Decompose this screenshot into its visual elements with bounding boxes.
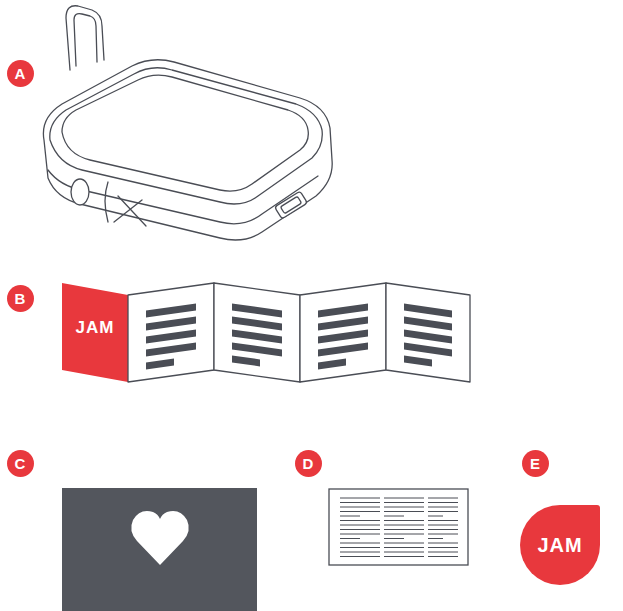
text-line [384, 498, 424, 499]
text-line [428, 552, 458, 553]
callout-letter: D [295, 450, 322, 477]
text-line [428, 534, 458, 535]
text-line [340, 552, 380, 553]
text-line [428, 498, 458, 499]
text-line [428, 538, 443, 539]
callout-letter: A [7, 60, 34, 87]
text-bar [232, 317, 282, 331]
callout-letter: E [522, 450, 549, 477]
text-line [428, 529, 458, 530]
callout-letter: B [7, 285, 34, 312]
text-line [384, 507, 424, 508]
text-line [340, 507, 380, 508]
text-line [384, 543, 424, 544]
text-bar [404, 356, 432, 367]
text-bar [318, 304, 368, 318]
text-line [340, 556, 380, 557]
text-bar [318, 343, 368, 357]
text-line [340, 547, 380, 548]
text-bar [404, 330, 452, 344]
text-line [428, 507, 458, 508]
gift-card [62, 488, 257, 611]
text-line [428, 525, 458, 526]
text-bar [318, 317, 368, 331]
callout-letter: C [7, 450, 34, 477]
text-line [384, 529, 424, 530]
text-bar [146, 359, 174, 370]
text-bar [146, 330, 196, 344]
text-bar [318, 359, 346, 370]
folded-manual [62, 283, 470, 382]
text-line [384, 552, 424, 553]
logo-text: JAM [537, 535, 582, 555]
text-line [384, 520, 424, 521]
text-line [340, 498, 380, 499]
text-line [384, 511, 424, 512]
text-bar [404, 304, 452, 318]
logo-text: JAM [76, 319, 115, 336]
text-line [428, 543, 458, 544]
text-line [428, 520, 458, 521]
text-line [384, 547, 424, 548]
text-line [428, 502, 458, 503]
text-line [384, 538, 404, 539]
text-line [340, 516, 360, 517]
text-line [340, 534, 380, 535]
text-line [384, 534, 424, 535]
text-line [428, 511, 458, 512]
text-line [428, 516, 443, 517]
text-bar [232, 356, 260, 367]
text-bar [232, 343, 282, 357]
speaker-illustration [43, 6, 332, 240]
text-bar [232, 304, 282, 318]
text-line [340, 538, 360, 539]
text-line [340, 520, 380, 521]
text-line [384, 556, 424, 557]
text-bar [318, 330, 368, 344]
text-bar [146, 343, 196, 357]
text-line [428, 556, 458, 557]
text-line [384, 525, 424, 526]
text-line [340, 529, 380, 530]
text-bar [404, 343, 452, 357]
text-line [340, 543, 380, 544]
text-line [384, 516, 404, 517]
text-line [340, 525, 380, 526]
text-line [340, 511, 380, 512]
leaflet [329, 489, 468, 565]
text-bar [146, 317, 196, 331]
text-bar [146, 304, 196, 318]
text-bar [232, 330, 282, 344]
text-bar [404, 317, 452, 331]
text-line [340, 502, 380, 503]
text-line [428, 547, 458, 548]
logo-sticker [520, 505, 600, 585]
text-line [384, 502, 424, 503]
